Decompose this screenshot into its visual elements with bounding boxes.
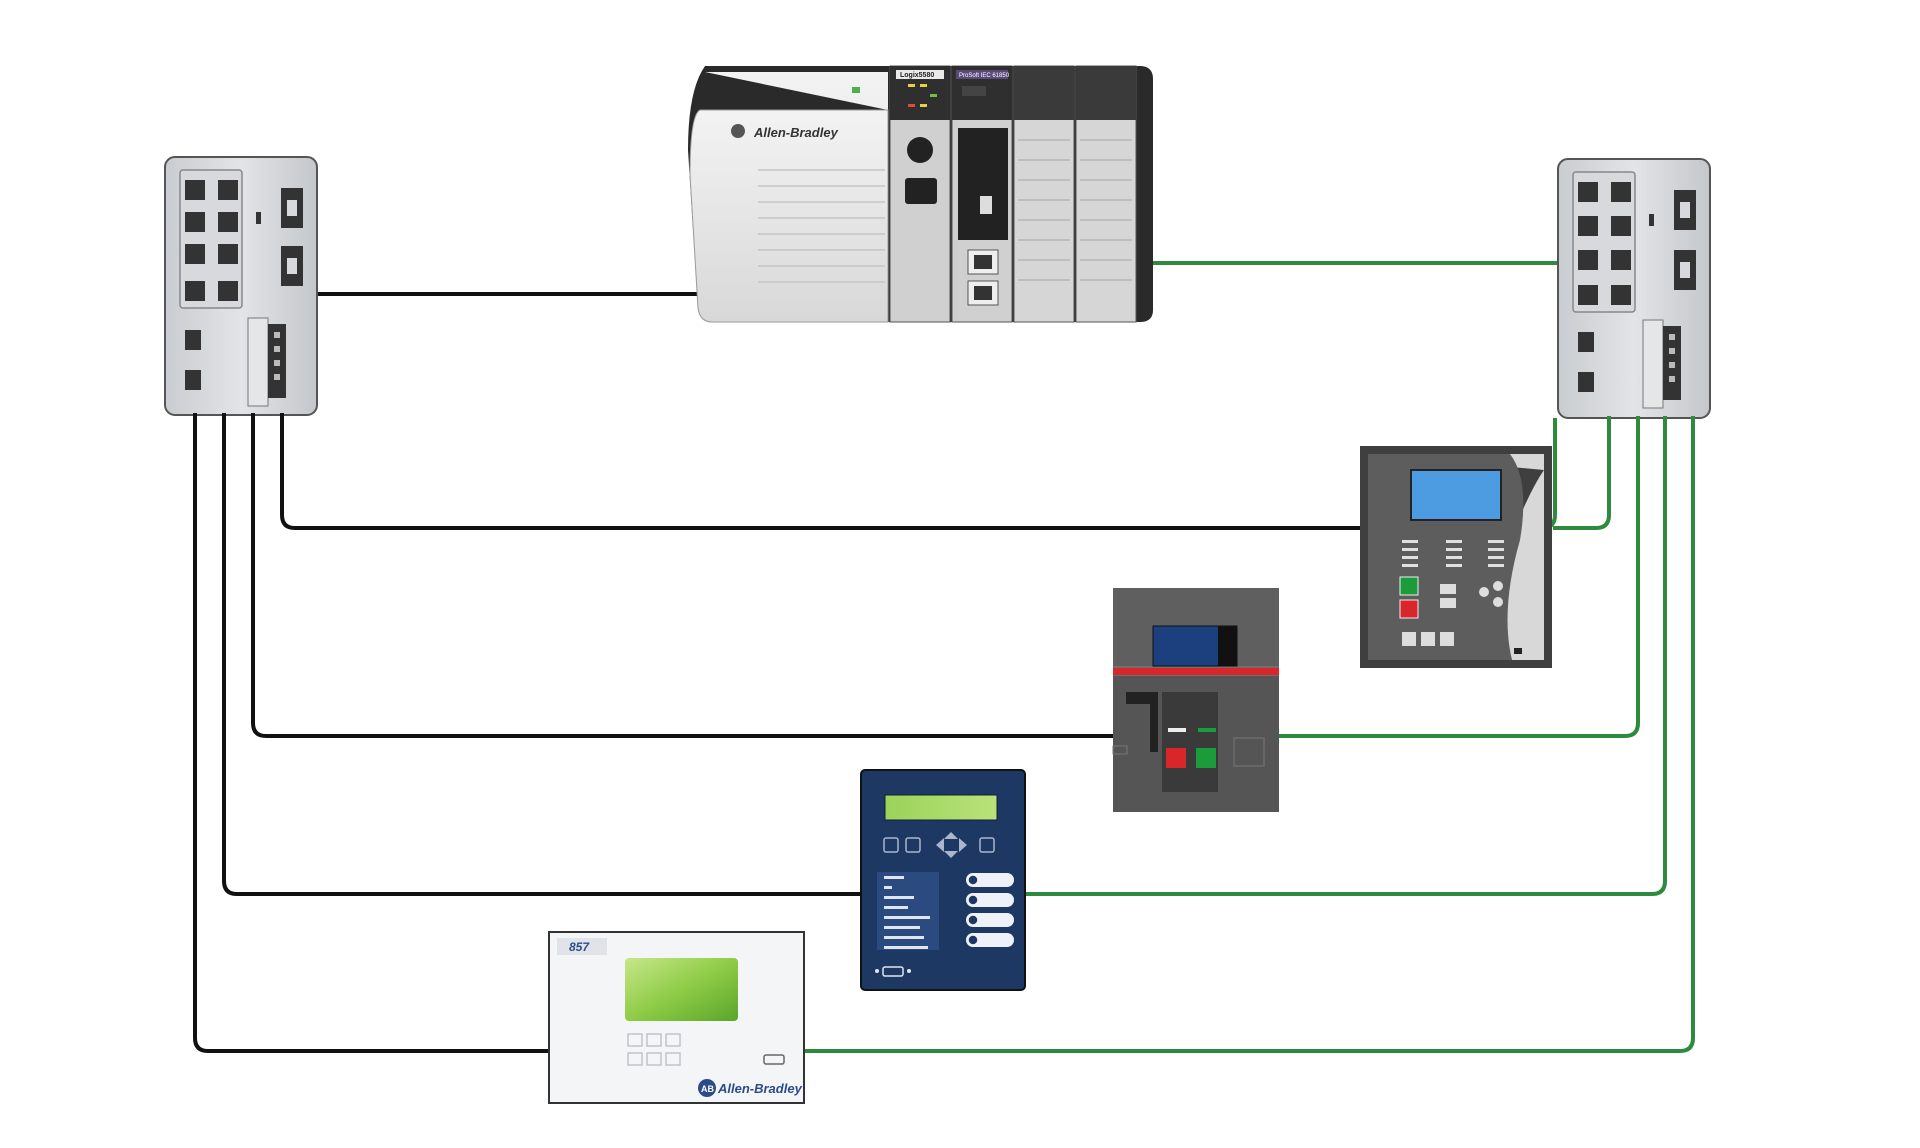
relay-grey-display	[1410, 469, 1502, 521]
relay-857-brand-label: Allen-Bradley	[717, 1081, 803, 1096]
left-switch-ports	[185, 180, 238, 301]
cable-b-relay-857	[804, 418, 1695, 1053]
controllogix-chassis: Allen-Bradley Logix5580 ProSoft IEC 6185…	[688, 65, 1153, 323]
relay-857-display	[625, 958, 738, 1021]
left-ethernet-switch	[164, 156, 318, 416]
svg-text:AB: AB	[701, 1084, 714, 1094]
relay-grey	[1360, 446, 1552, 668]
cable-a-relay-857	[193, 415, 549, 1053]
cable-b-relay-blue	[1025, 418, 1667, 896]
cable-b-relay-grey-link	[1553, 418, 1611, 530]
cable-a-breaker	[251, 415, 1113, 738]
chassis-brand-label: Allen-Bradley	[753, 125, 839, 140]
breaker-trip-unit	[1112, 588, 1279, 812]
cable-b-breaker	[1279, 418, 1640, 738]
relay-857: 857 AB Allen-Bradley	[548, 931, 805, 1104]
cable-a-relay-grey	[280, 415, 1362, 530]
relay-blue-lcd	[884, 794, 998, 821]
cable-a-relay-blue	[222, 415, 861, 896]
ab-logo-icon	[731, 124, 745, 138]
comms-module-label: ProSoft IEC 61850	[959, 73, 1010, 79]
breaker-red-button	[1166, 748, 1186, 768]
right-switch-ports	[1578, 182, 1631, 305]
relay-857-model-label: 857	[569, 940, 590, 954]
controller-port-a	[974, 286, 992, 300]
key-switch-icon	[907, 137, 933, 163]
controller-port-b	[974, 255, 992, 269]
processor-module-label: Logix5580	[900, 72, 934, 79]
relay-grey-green-button	[1399, 576, 1419, 596]
ab-logo-icon	[698, 1079, 716, 1097]
right-ethernet-switch	[1557, 158, 1711, 419]
relay-blue	[860, 769, 1026, 991]
relay-grey-red-button	[1399, 599, 1419, 619]
breaker-green-button	[1196, 748, 1216, 768]
